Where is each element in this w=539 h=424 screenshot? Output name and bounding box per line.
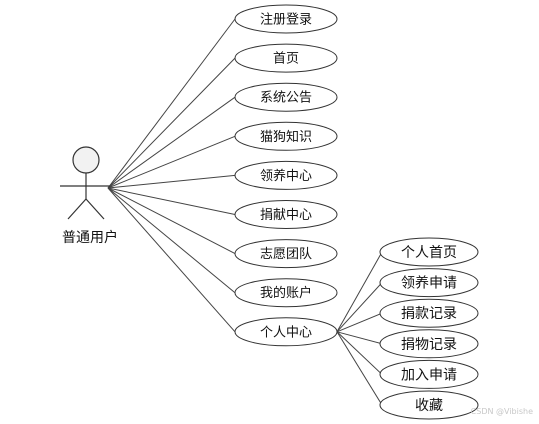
use-case-ellipse <box>234 121 338 151</box>
sub-use-case-goods-donation-record[interactable]: 捐物记录 <box>379 329 479 359</box>
sub-use-case-ellipse <box>379 329 479 359</box>
use-case-home[interactable]: 首页 <box>234 43 338 73</box>
use-case-volunteer-team[interactable]: 志愿团队 <box>234 239 338 269</box>
use-case-label: 猫狗知识 <box>260 129 312 145</box>
association-line-pet-knowledge <box>107 135 236 189</box>
actor: 普通用户 <box>60 146 118 246</box>
association-line-adoption-center <box>107 174 236 189</box>
sub-use-case-ellipse <box>379 298 479 328</box>
actor-head <box>72 146 100 174</box>
association-lines <box>107 18 383 406</box>
use-case-ellipse <box>234 200 338 229</box>
use-case-ellipse <box>234 160 338 190</box>
use-case-ellipse <box>234 82 338 112</box>
use-case-my-account[interactable]: 我的账户 <box>234 278 338 308</box>
use-case-adoption-center[interactable]: 领养中心 <box>234 160 338 190</box>
use-case-ellipse <box>234 43 338 73</box>
association-line-personal-home <box>336 251 383 333</box>
use-case-label: 个人中心 <box>260 325 312 340</box>
sub-use-case-ellipse <box>379 237 479 267</box>
use-case-ellipse <box>234 4 338 34</box>
sub-use-case-adoption-application[interactable]: 领养申请 <box>379 268 479 298</box>
sub-use-case-ellipse <box>379 359 479 389</box>
sub-use-case-ellipse <box>379 268 479 298</box>
association-line-register-login <box>107 18 236 189</box>
sub-use-case-label: 个人首页 <box>401 245 457 261</box>
actor-right-leg <box>85 198 105 220</box>
use-case-register-login[interactable]: 注册登录 <box>234 4 338 34</box>
sub-use-case-ellipse <box>379 390 479 420</box>
association-line-my-account <box>107 187 236 294</box>
use-case-personal-center[interactable]: 个人中心 <box>234 317 338 347</box>
sub-use-case-label: 收藏 <box>415 398 443 414</box>
use-case-label: 首页 <box>273 52 299 67</box>
association-line-join-application <box>336 331 383 375</box>
use-case-pet-knowledge[interactable]: 猫狗知识 <box>234 121 338 151</box>
use-case-donation-center[interactable]: 捐献中心 <box>234 200 338 229</box>
association-line-home <box>107 57 236 189</box>
use-case-ellipse <box>234 317 338 347</box>
association-line-personal-center <box>107 187 236 333</box>
use-case-label: 领养中心 <box>260 168 312 184</box>
actor-left-leg <box>67 198 87 220</box>
actor-label: 普通用户 <box>62 229 118 246</box>
sub-use-case-label: 领养申请 <box>401 276 457 292</box>
sub-use-case-label: 捐物记录 <box>401 337 457 353</box>
use-case-label: 注册登录 <box>260 13 312 28</box>
use-case-system-notice[interactable]: 系统公告 <box>234 82 338 112</box>
association-line-adoption-application <box>336 282 383 333</box>
sub-use-case-personal-home[interactable]: 个人首页 <box>379 237 479 267</box>
association-line-favorites <box>336 331 383 406</box>
use-case-label: 我的账户 <box>260 285 312 301</box>
sub-use-case-donation-record[interactable]: 捐款记录 <box>379 298 479 328</box>
sub-use-case-label: 捐款记录 <box>401 306 457 322</box>
use-case-ellipse <box>234 278 338 308</box>
association-line-donation-center <box>107 187 236 215</box>
use-case-ellipse <box>234 239 338 269</box>
sub-use-case-favorites[interactable]: 收藏 <box>379 390 479 420</box>
use-case-label: 志愿团队 <box>260 247 312 262</box>
association-line-system-notice <box>107 96 236 189</box>
use-case-label: 捐献中心 <box>260 208 312 223</box>
association-line-donation-record <box>336 312 383 333</box>
watermark: CSDN @Vibishe <box>470 407 533 416</box>
use-case-label: 系统公告 <box>260 91 312 106</box>
association-line-goods-donation-record <box>336 331 383 345</box>
association-line-volunteer-team <box>107 187 236 255</box>
sub-use-case-label: 加入申请 <box>401 367 457 383</box>
sub-use-case-join-application[interactable]: 加入申请 <box>379 359 479 389</box>
